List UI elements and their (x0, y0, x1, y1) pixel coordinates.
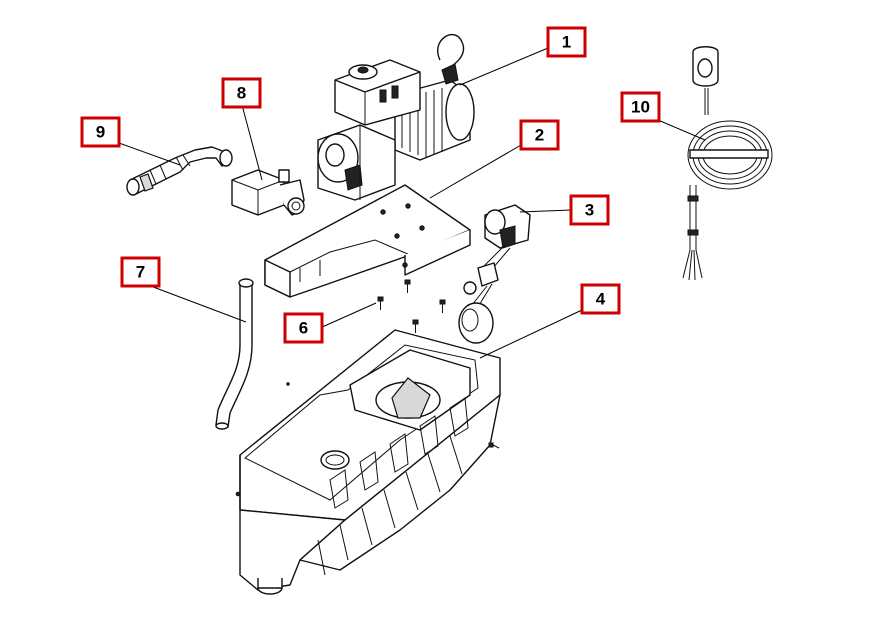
screw-2 (404, 279, 411, 293)
callout-1: 1 (459, 26, 587, 86)
mounting-bracket-part (264, 184, 471, 298)
callout-label-4: 4 (596, 290, 606, 309)
callout-label-9: 9 (96, 123, 105, 142)
callout-label-8: 8 (237, 84, 246, 103)
callout-label-7: 7 (136, 263, 145, 282)
pump-motor-part (317, 33, 475, 201)
suction-pipe-part (215, 278, 254, 430)
callout-label-1: 1 (562, 33, 571, 52)
callout-label-10: 10 (631, 98, 650, 117)
callout-6: 6 (283, 302, 377, 344)
control-cable-part (682, 46, 773, 281)
screw-1 (377, 296, 384, 310)
screw-4 (412, 319, 419, 333)
callout-label-2: 2 (535, 126, 544, 145)
screw-3 (439, 299, 446, 313)
callout-9: 9 (80, 116, 181, 166)
callout-label-3: 3 (585, 201, 594, 220)
callout-8: 8 (221, 77, 263, 181)
connector-elbow-part (231, 169, 305, 216)
screws-part (377, 279, 500, 449)
tank-part (235, 329, 501, 595)
callout-4: 4 (479, 283, 621, 359)
callout-7: 7 (120, 256, 247, 323)
callout-2: 2 (429, 119, 560, 199)
callout-10: 10 (620, 91, 706, 141)
callout-3: 3 (519, 194, 610, 226)
screw-5 (488, 442, 500, 449)
float-switch-part (458, 204, 531, 344)
callout-label-6: 6 (299, 319, 308, 338)
flexible-hose-part (126, 146, 233, 196)
